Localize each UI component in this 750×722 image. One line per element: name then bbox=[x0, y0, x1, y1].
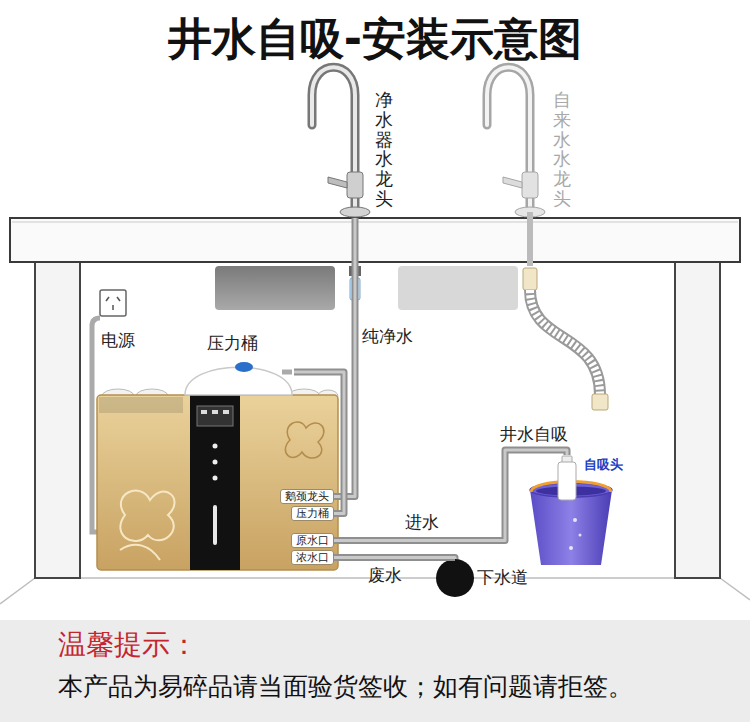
pipe-label-holder: 废水 bbox=[368, 565, 402, 585]
purifier-machine-part bbox=[223, 410, 229, 414]
port-label: 原水口 bbox=[296, 534, 329, 547]
tap-water-faucet-part bbox=[522, 172, 538, 198]
faucet-label-area: 净水器水龙头 bbox=[300, 65, 400, 218]
title: 井水自吸-安装示意图 bbox=[0, 14, 750, 65]
pipe-fill bbox=[334, 450, 567, 541]
tap-water-faucet-part bbox=[503, 177, 522, 188]
sewer-drain-part bbox=[436, 559, 474, 597]
pipe-label: 纯净水 bbox=[362, 326, 413, 346]
flexible-hose-part bbox=[592, 394, 608, 410]
purifier-machine-part bbox=[120, 545, 160, 560]
annotation-label-holder: 井水自吸 bbox=[500, 424, 568, 444]
flexible-hose-part bbox=[530, 290, 600, 395]
port-box: 浓水口 bbox=[291, 550, 334, 565]
pressure-tank-part bbox=[282, 370, 292, 375]
purifier-machine-part bbox=[285, 422, 323, 458]
drain-node: 下水道 bbox=[433, 559, 547, 599]
power-socket-node: 电源 bbox=[97, 288, 149, 354]
notice-band: 温馨提示： 本产品为易碎品请当面验货签收；如有问题请拒签。 bbox=[0, 620, 750, 722]
pipe-label: 进水 bbox=[405, 512, 439, 532]
purifier-faucet-part bbox=[347, 172, 363, 198]
pressure-tank bbox=[185, 362, 292, 395]
water-bucket-part bbox=[558, 462, 576, 500]
purifier-machine-part bbox=[99, 397, 183, 413]
pipe-fill bbox=[334, 558, 455, 560]
port-label: 压力桶 bbox=[296, 507, 329, 520]
cabinet bbox=[0, 218, 750, 604]
flexible-hose bbox=[523, 268, 608, 410]
cabinet-part bbox=[675, 262, 720, 578]
power-socket-part bbox=[106, 297, 109, 301]
node-label: 净水器水龙头 bbox=[375, 90, 393, 209]
tap-water-faucet-part bbox=[527, 212, 533, 266]
purifier-faucet-part bbox=[340, 207, 370, 217]
pipe-label-holder: 纯净水 bbox=[362, 326, 413, 346]
port-box: 压力桶 bbox=[291, 506, 334, 521]
cabinet-part bbox=[720, 578, 750, 600]
flexible-hose-part bbox=[530, 290, 600, 395]
pressure-tank-part bbox=[235, 362, 253, 372]
purifier-machine-part bbox=[212, 410, 218, 414]
water-bucket-part bbox=[579, 534, 582, 537]
purifier-machine-part bbox=[213, 476, 218, 481]
pressure-tank-node: 压力桶 bbox=[185, 333, 294, 395]
flexible-hose-part bbox=[523, 268, 537, 290]
node-label: 本产品为易碎品请当面验货签收；如有问题请拒签。 bbox=[58, 672, 750, 702]
sink-basin-part bbox=[398, 266, 518, 310]
purifier-machine-part bbox=[213, 444, 218, 449]
power-socket-part bbox=[117, 297, 120, 301]
cabinet-part bbox=[0, 578, 35, 604]
water-bucket-part bbox=[569, 546, 573, 550]
node-label: 电源 bbox=[101, 330, 149, 350]
node-label: 自吸头 bbox=[584, 457, 632, 473]
water-bucket-part bbox=[530, 490, 612, 565]
purifier-machine-part bbox=[213, 460, 218, 465]
water-pipe bbox=[334, 558, 455, 560]
pipe-outline bbox=[334, 558, 455, 560]
purifier-machine-part bbox=[213, 505, 217, 545]
tap-water-faucet bbox=[487, 67, 545, 266]
purifier-faucet-part bbox=[328, 177, 347, 188]
power-socket-part bbox=[112, 305, 114, 310]
sink-basin bbox=[215, 266, 518, 310]
purifier-faucet bbox=[312, 67, 370, 300]
pressure-tank-part bbox=[185, 367, 292, 395]
water-pipe bbox=[334, 450, 567, 541]
sink-basin-part bbox=[215, 266, 335, 310]
pipe-label-holder: 进水 bbox=[405, 512, 439, 532]
cabinet-part bbox=[35, 262, 80, 578]
faucet-label-area: 自来水水龙头 bbox=[475, 65, 575, 218]
purifier-machine-part bbox=[201, 410, 207, 414]
bucket-node: 自吸头 bbox=[528, 455, 632, 567]
purifier-machine-part bbox=[97, 395, 338, 570]
pipe-outline bbox=[334, 450, 567, 541]
water-bucket-part bbox=[573, 518, 577, 522]
port-box: 鹅颈龙头 bbox=[280, 489, 334, 504]
annotation-label: 井水自吸 bbox=[500, 424, 568, 444]
node-label: 温馨提示： bbox=[58, 628, 750, 662]
purifier-machine bbox=[97, 389, 338, 570]
pipe-label: 废水 bbox=[368, 565, 402, 585]
purifier-machine-part bbox=[120, 491, 174, 542]
port-label: 浓水口 bbox=[296, 551, 329, 564]
cabinet-part bbox=[12, 221, 738, 223]
port-label: 鹅颈龙头 bbox=[285, 490, 329, 503]
node-label: 压力桶 bbox=[207, 333, 294, 353]
cabinet-part bbox=[10, 218, 740, 262]
water-bucket bbox=[530, 456, 612, 565]
port-box: 原水口 bbox=[291, 533, 334, 548]
node-label: 下水道 bbox=[477, 567, 547, 587]
purifier-machine-part bbox=[197, 406, 233, 426]
purifier-machine-part bbox=[190, 395, 240, 570]
node-label: 自来水水龙头 bbox=[553, 90, 571, 209]
power-socket-part bbox=[100, 290, 126, 316]
sewer-drain bbox=[436, 559, 474, 597]
title-holder: 井水自吸-安装示意图 bbox=[0, 14, 750, 65]
